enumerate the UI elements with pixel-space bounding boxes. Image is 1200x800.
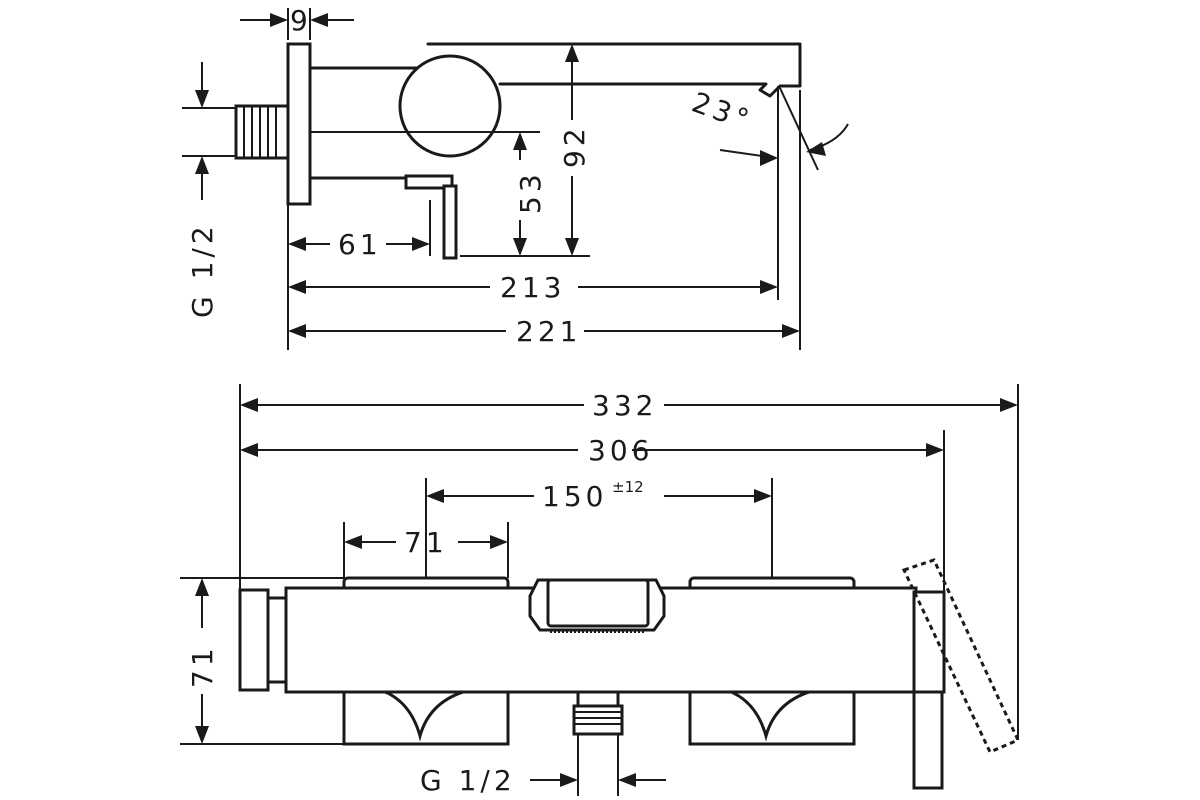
lever-handle xyxy=(901,558,1021,790)
dim-213: 213 xyxy=(288,271,778,304)
dim-221: 221 xyxy=(288,90,801,350)
lever-alt-position xyxy=(901,558,1021,754)
dim-53: 53 xyxy=(460,132,590,257)
dim-92-label: 92 xyxy=(558,124,591,168)
dim-71-height-label: 71 xyxy=(186,644,219,688)
dim-332-label: 332 xyxy=(592,389,657,422)
dim-221-label: 221 xyxy=(516,315,581,348)
dim-92: 92 xyxy=(558,44,591,256)
dim-332: 332 xyxy=(239,384,1019,740)
control-knob xyxy=(398,54,502,158)
dim-71-width-label: 71 xyxy=(404,526,448,559)
dim-150: 150 ±12 xyxy=(425,478,773,578)
dim-71-width: 71 xyxy=(343,522,509,578)
dim-9-label: 9 xyxy=(290,4,312,37)
bracket-left xyxy=(342,688,510,746)
dim-306: 306 xyxy=(240,430,945,592)
wall-plate xyxy=(286,42,312,206)
dim-angle: 23° xyxy=(688,86,849,300)
dim-thread-side: G 1/2 xyxy=(182,62,236,318)
dim-thread-front: G 1/2 xyxy=(420,734,666,797)
end-cap xyxy=(238,588,270,692)
threaded-outlet xyxy=(234,104,290,160)
diverter-lever xyxy=(404,174,458,260)
side-view: 9 G 1/2 53 92 xyxy=(182,4,849,350)
front-view: 332 306 150 ±12 xyxy=(180,384,1021,797)
dim-angle-label: 23° xyxy=(688,86,757,138)
dim-150-tolerance: ±12 xyxy=(612,478,644,496)
side-thread-label: G 1/2 xyxy=(186,222,219,318)
dim-306-label: 306 xyxy=(588,434,653,467)
front-thread-label: G 1/2 xyxy=(420,764,516,797)
end-cap-ring xyxy=(266,596,288,684)
center-control xyxy=(528,578,666,633)
dim-150-label: 150 xyxy=(542,480,607,513)
dim-71-height: 71 xyxy=(180,577,344,745)
bracket-right xyxy=(688,688,856,746)
dim-61: 61 xyxy=(287,200,431,350)
bottom-outlet xyxy=(572,690,624,736)
spout xyxy=(426,42,802,98)
dim-213-label: 213 xyxy=(500,271,565,304)
dim-53-label: 53 xyxy=(514,170,547,214)
dim-9: 9 xyxy=(240,4,354,40)
dim-61-label: 61 xyxy=(338,228,382,261)
